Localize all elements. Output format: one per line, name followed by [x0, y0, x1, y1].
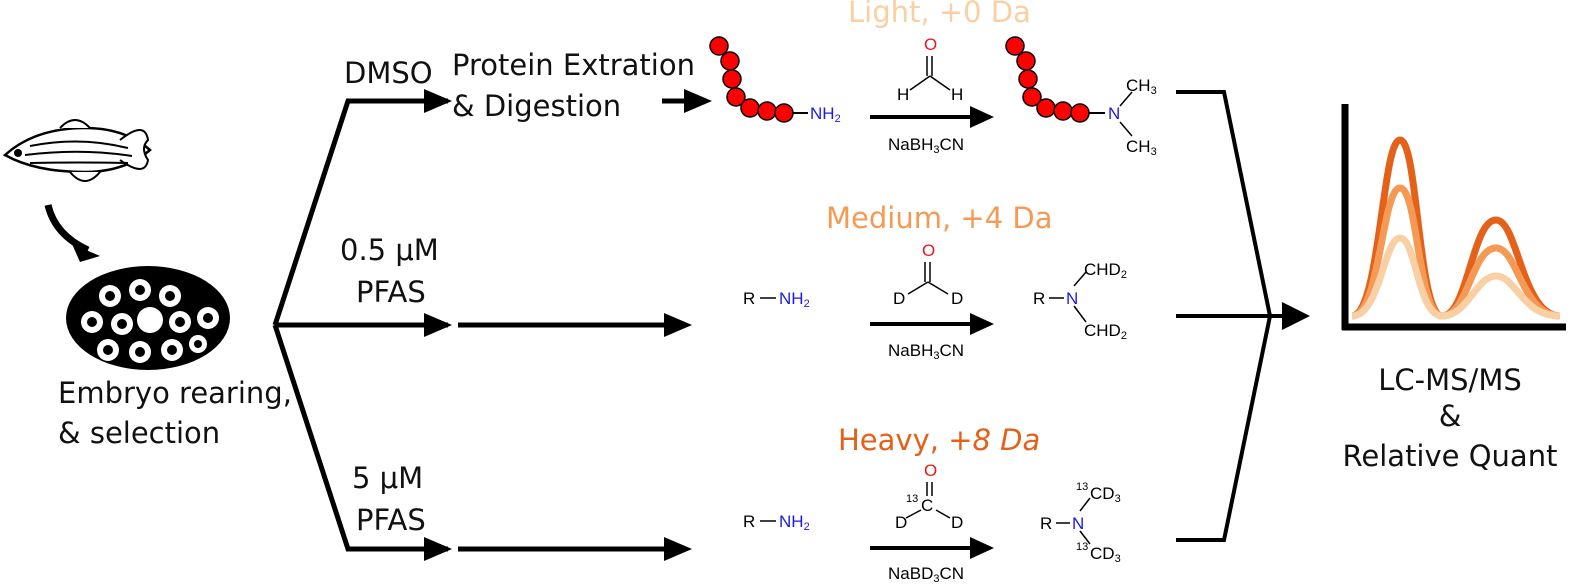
merge-arrowhead: [1282, 302, 1310, 330]
dmso-label: DMSO: [344, 56, 433, 90]
merge-bracket: [1176, 90, 1290, 542]
svg-text:13: 13: [1076, 481, 1088, 493]
light-product-n: N: [1108, 104, 1120, 123]
formaldehyde-light: O H H: [897, 35, 963, 104]
medium-label: Medium, +4 Da: [826, 201, 1052, 235]
svg-text:D: D: [895, 513, 907, 532]
svg-text:O: O: [924, 461, 937, 480]
output-line2: &: [1439, 399, 1462, 433]
formaldehyde-d2: O D D: [893, 241, 963, 308]
svg-text:D: D: [951, 289, 963, 308]
svg-text:H: H: [897, 85, 909, 104]
light-amine: NH2: [810, 104, 841, 125]
svg-text:H: H: [951, 85, 963, 104]
svg-text:D: D: [893, 289, 905, 308]
light-product-ch3-bottom: CH3: [1126, 137, 1157, 158]
svg-text:CHD2: CHD2: [1084, 260, 1127, 281]
heavy-amine-r: R: [743, 512, 755, 531]
dimethyl-peptide-product: [1005, 36, 1133, 137]
svg-text:O: O: [924, 35, 937, 54]
svg-text:CHD2: CHD2: [1084, 321, 1127, 342]
zebrafish-icon: [2, 119, 152, 182]
reducer-light: NaBH3CN: [888, 135, 964, 156]
embryo-cluster-icon: [66, 266, 230, 370]
pfas-low-line1: 0.5 μM: [340, 233, 439, 267]
svg-text:C: C: [921, 496, 933, 515]
reducer-heavy: NaBD3CN: [888, 564, 964, 585]
extraction-step-line1: Protein Extration: [452, 48, 695, 82]
branch-arrows: [272, 96, 706, 554]
embryo-caption-line1: Embryo rearing,: [58, 376, 292, 410]
pfas-low-line2: PFAS: [356, 275, 426, 309]
svg-text:R: R: [1040, 514, 1052, 533]
peptide-chain-icon: [709, 36, 808, 123]
pfas-high-line1: 5 μM: [352, 461, 423, 495]
output-line3: Relative Quant: [1343, 439, 1558, 473]
light-label: Light, +0 Da: [848, 0, 1031, 29]
svg-text:13: 13: [906, 493, 918, 505]
medium-amine-nh2: NH2: [779, 289, 810, 310]
heavy-amine-nh2: NH2: [779, 512, 810, 533]
svg-text:N: N: [1066, 289, 1078, 308]
light-product-ch3-top: CH3: [1126, 76, 1157, 97]
heavy-label: Heavy, +8 Da: [838, 423, 1040, 457]
chromatogram-icon: [1341, 104, 1566, 331]
extraction-step-line2: & Digestion: [452, 89, 621, 123]
medium-product: R N CHD2 CHD2: [1033, 260, 1127, 342]
fish-to-embryo-arrow: [44, 204, 90, 254]
svg-text:D: D: [951, 513, 963, 532]
formaldehyde-13c-d2: O 13 C D D: [895, 461, 963, 532]
heavy-product: R N 13 CD3 13 CD3: [1040, 481, 1121, 565]
embryo-caption-line2: & selection: [58, 416, 220, 450]
medium-amine: R: [743, 289, 755, 308]
svg-text:R: R: [1033, 289, 1045, 308]
svg-text:13: 13: [1076, 541, 1088, 553]
svg-text:CD3: CD3: [1090, 544, 1121, 565]
svg-text:O: O: [922, 241, 935, 260]
pfas-high-line2: PFAS: [356, 503, 426, 537]
svg-text:CD3: CD3: [1090, 484, 1121, 505]
svg-text:N: N: [1072, 514, 1084, 533]
reducer-medium: NaBH3CN: [888, 341, 964, 362]
arrowheads-main: [424, 89, 712, 561]
output-line1: LC-MS/MS: [1378, 363, 1522, 397]
